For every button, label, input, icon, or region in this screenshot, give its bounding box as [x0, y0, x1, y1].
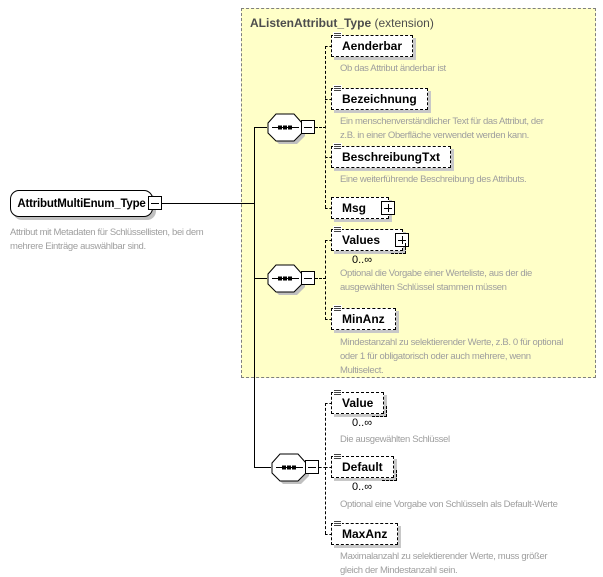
element-marker-icon: [333, 143, 342, 151]
element-aenderbar-description: Ob das Attribut änderbar ist: [340, 63, 446, 74]
dashed-stub-values: [325, 240, 332, 241]
element-marker-icon: [333, 305, 342, 313]
connector-root-trunk: [162, 203, 255, 204]
element-values-cardinality: 0..∞: [352, 254, 373, 266]
element-marker-icon: [333, 226, 342, 234]
element-bezeichnung-description: Ein menschenverständlicher Text für das …: [340, 116, 544, 141]
dashed-stub-value: [325, 403, 332, 404]
root-type-label: AttributMultiEnum_Type: [17, 197, 146, 210]
root-type-node[interactable]: AttributMultiEnum_Type: [10, 190, 153, 217]
element-minanz[interactable]: MinAnz: [331, 305, 396, 330]
dashed-rail-2: [325, 240, 326, 320]
dashed-seq1-out: [315, 127, 326, 128]
dashed-rail-3: [325, 403, 326, 534]
element-value-description: Die ausgewählten Schlüssel: [340, 434, 450, 445]
element-msg-expand-icon[interactable]: [381, 201, 395, 215]
root-description: Attribut mit Metadaten für Schlüssellist…: [10, 227, 204, 252]
element-marker-icon: [333, 453, 342, 461]
element-value-label: Value: [342, 395, 374, 410]
element-minanz-label: MinAnz: [342, 311, 385, 326]
element-maxanz[interactable]: MaxAnz: [331, 520, 399, 545]
sequence-icon-3: [271, 453, 309, 484]
dashed-stub-bezeichnung: [325, 99, 332, 100]
extension-container: [241, 8, 596, 378]
sequence-1-collapse-icon[interactable]: [301, 120, 315, 134]
element-values[interactable]: Values: [331, 226, 410, 254]
element-maxanz-label: MaxAnz: [342, 526, 388, 541]
element-marker-icon: [333, 85, 342, 93]
element-value-cardinality: 0..∞: [352, 417, 373, 429]
extension-title: AListenAttribut_Type (extension): [250, 16, 434, 30]
dashed-stub-aenderbar: [325, 46, 332, 47]
element-msg[interactable]: Msg: [331, 197, 395, 219]
connector-stub-seq1: [254, 127, 267, 128]
element-marker-icon: [333, 520, 342, 528]
sequence-icon-2: [267, 264, 305, 295]
element-default-description: Optional eine Vorgabe von Schlüsseln als…: [340, 499, 558, 510]
element-beschreibungtxt-description: Eine weiterführende Beschreibung des Att…: [340, 174, 527, 185]
element-value[interactable]: Value: [331, 389, 388, 417]
element-values-expand-icon[interactable]: [395, 233, 410, 247]
element-marker-icon: [333, 32, 342, 40]
element-minanz-description: Mindestanzahl zu selektierender Werte, z…: [340, 337, 563, 376]
dashed-stub-msg: [325, 208, 332, 209]
element-bezeichnung-label: Bezeichnung: [342, 91, 417, 106]
connector-stub-seq3: [254, 467, 271, 468]
element-beschreibungtxt[interactable]: BeschreibungTxt: [331, 143, 452, 168]
element-bezeichnung[interactable]: Bezeichnung: [331, 85, 428, 110]
element-default-label: Default: [342, 459, 383, 474]
element-values-label: Values: [342, 232, 381, 247]
element-default-cardinality: 0..∞: [352, 481, 373, 493]
connector-trunk: [254, 127, 255, 468]
element-maxanz-description: Maximalanzahl zu selektierender Werte, m…: [340, 551, 548, 576]
element-aenderbar-label: Aenderbar: [342, 38, 403, 53]
root-collapse-icon[interactable]: [148, 196, 162, 210]
connector-stub-seq2: [254, 278, 267, 279]
element-marker-icon: [333, 389, 342, 397]
sequence-icon-1: [267, 113, 305, 144]
element-beschreibungtxt-label: BeschreibungTxt: [342, 149, 441, 164]
dashed-stub-minanz: [325, 319, 332, 320]
extension-type-name: AListenAttribut_Type: [250, 16, 372, 30]
extension-suffix: (extension): [371, 16, 434, 30]
dashed-seq2-out: [315, 278, 326, 279]
dashed-stub-maxanz: [325, 534, 332, 535]
sequence-3-collapse-icon[interactable]: [305, 460, 319, 474]
element-values-description: Optional die Vorgabe einer Werteliste, a…: [340, 268, 532, 293]
element-aenderbar[interactable]: Aenderbar: [331, 32, 414, 57]
element-default[interactable]: Default: [331, 453, 397, 481]
dashed-stub-default: [325, 467, 332, 468]
dashed-seq3-out: [319, 467, 326, 468]
element-msg-label: Msg: [342, 200, 366, 215]
dashed-rail-1: [325, 46, 326, 208]
dashed-stub-beschreibungtxt: [325, 157, 332, 158]
sequence-2-collapse-icon[interactable]: [301, 271, 315, 285]
